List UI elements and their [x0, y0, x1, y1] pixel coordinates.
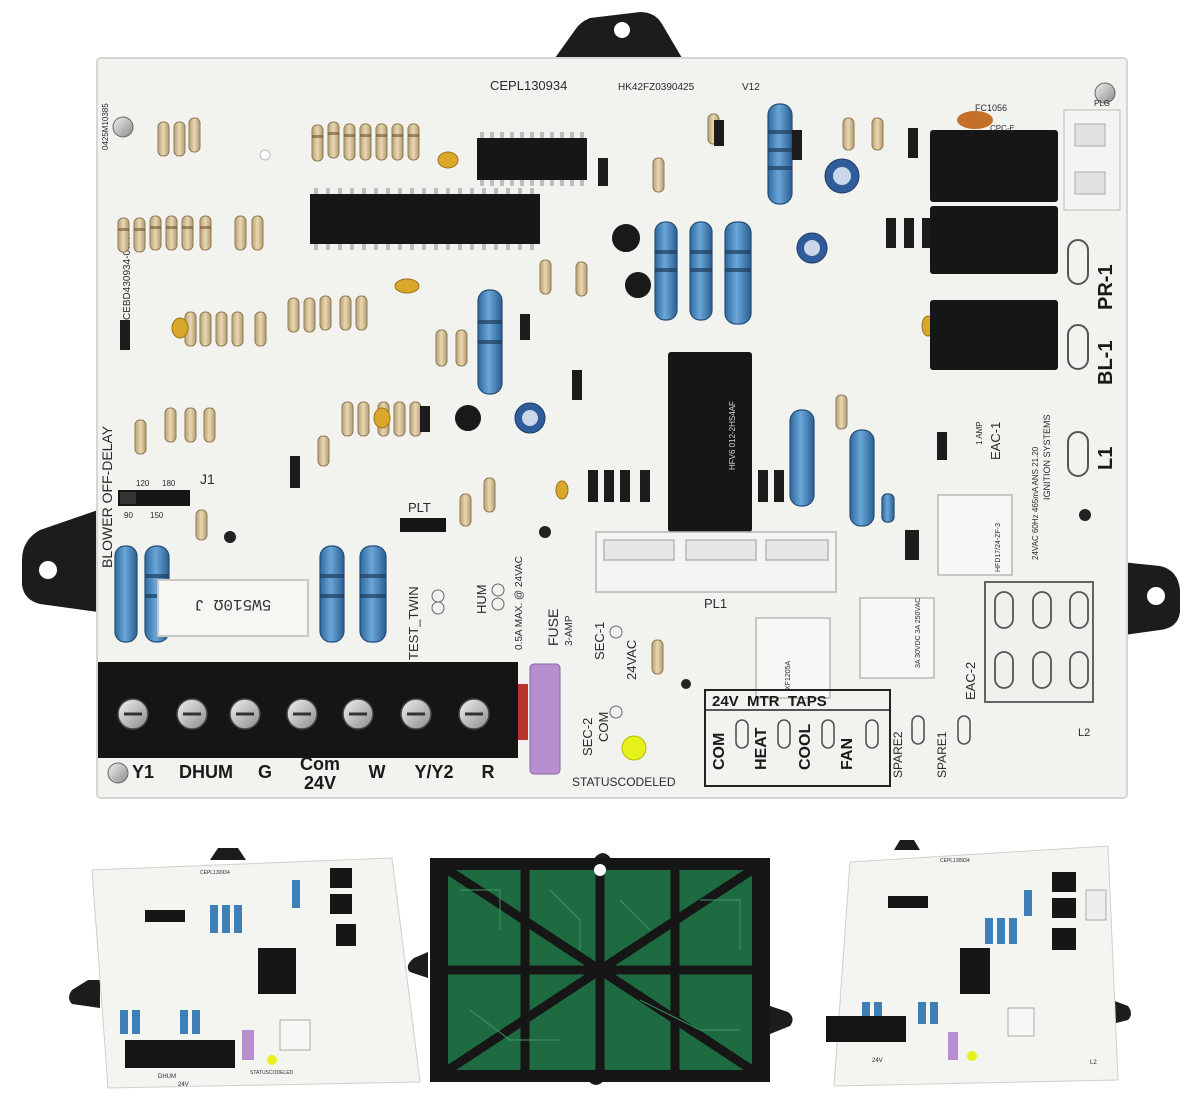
com-label: COM — [596, 712, 611, 742]
thumb-left-part: CEPL130934 — [200, 870, 230, 876]
mount-tab-top — [555, 12, 682, 58]
jumper-value-120: 120 — [136, 479, 150, 488]
plug-connector — [1063, 109, 1121, 211]
small-relay-label-2: 3A 30VDC 3A 250VAC — [915, 598, 922, 668]
tap-cool-label: COOL — [797, 724, 814, 770]
l1-label: L1 — [1095, 447, 1117, 470]
sec2-label: SEC-2 — [580, 718, 595, 756]
vac-label: 24VAC — [624, 640, 639, 680]
terminal-block — [98, 662, 518, 758]
terminal-y1-label: Y1 — [132, 762, 154, 782]
version-label: V12 — [742, 82, 760, 93]
motor-tap-spades — [735, 715, 971, 749]
status-led — [621, 735, 647, 761]
tap-spare1-label: SPARE1 — [935, 731, 949, 778]
blue-resistors — [114, 103, 895, 643]
eac2-terminal-grid — [984, 581, 1094, 703]
pr1-label: PR-1 — [1095, 264, 1117, 310]
red-capacitor — [516, 684, 528, 740]
motor-taps-title: 24V MTR TAPS — [712, 693, 827, 710]
eac1-amp-label: 1 AMP — [975, 421, 984, 445]
thumbnail-right: CEPL130934 24V L2 — [826, 840, 1131, 1087]
power-resistor — [157, 579, 309, 637]
fuse-rating: 3-AMP — [564, 615, 575, 646]
hum-rating: 0.5A MAX. @ 24VAC — [514, 556, 525, 650]
blower-offdelay-label: BLOWER OFF-DELAY — [99, 425, 115, 568]
thumb-left-24v: 24V — [178, 1082, 189, 1088]
board-code-left: CEBD430934-07A — [122, 237, 133, 320]
bl1-label: BL-1 — [1095, 341, 1117, 385]
plt-header — [400, 518, 446, 532]
plug-label: PLG — [1094, 99, 1110, 108]
main-relay-label: HFV6 012-2HS4AF — [728, 401, 737, 470]
rating-label: 24VAC 60Hz 465mA ANS 21.20 — [1031, 446, 1040, 560]
jumper-value-180: 180 — [162, 479, 176, 488]
ic-u1 — [310, 188, 540, 250]
jumper-value-150: 150 — [150, 511, 164, 520]
tap-fan-label: FAN — [839, 738, 856, 770]
ic-u2 — [477, 132, 587, 186]
small-relay-label-1: HFD17/24-ZF-3 — [995, 523, 1002, 572]
transistors — [455, 224, 651, 432]
thumbnail-left: CEPL130934 DHUM 24V STATUSCODELED — [69, 848, 421, 1089]
jumper-j1-label: J1 — [200, 471, 215, 487]
terminal-dhum-label: DHUM — [179, 762, 233, 782]
motor-tap-labels: COM HEAT COOL FAN SPARE2 SPARE1 — [711, 724, 949, 778]
motor-taps-box — [704, 689, 891, 787]
plt-label: PLT — [408, 500, 431, 515]
l2-label: L2 — [1078, 727, 1090, 739]
resistor-bank-tan — [117, 113, 884, 675]
small-relay-label-3: XF1205A — [785, 660, 792, 690]
mount-tab-left — [22, 510, 98, 612]
status-led-label: STATUSCODELED — [572, 775, 676, 789]
terminal-yy2-label: Y/Y2 — [414, 762, 453, 782]
pl1-connector — [595, 531, 837, 593]
fuse-block — [529, 663, 561, 775]
pl1-label: PL1 — [704, 596, 727, 611]
terminal-g-label: G — [258, 762, 272, 782]
serial-label: HK42FZ0390425 — [618, 82, 695, 93]
cpc-label: CPC-E — [990, 124, 1015, 133]
cap-fc-label: FC1056 — [975, 103, 1007, 113]
main-board: CEPL130934 HK42FZ0390425 V12 0425M10385 … — [22, 12, 1180, 799]
electrolytic-caps — [514, 111, 993, 434]
thumb-left-led: STATUSCODELED — [250, 1070, 294, 1076]
ceramic-caps — [171, 151, 935, 500]
jumper-value-90: 90 — [124, 511, 133, 520]
resistor-bands — [118, 132, 419, 231]
fuse-label: FUSE — [545, 609, 561, 646]
spade-terminals-right — [1067, 239, 1089, 477]
sec1-label: SEC-1 — [592, 622, 607, 660]
terminal-r-label: R — [482, 762, 495, 782]
tap-heat-label: HEAT — [753, 727, 770, 770]
corner-screws — [107, 82, 1116, 784]
eac2-label: EAC-2 — [963, 662, 978, 700]
test-twin-label: TEST_TWIN — [406, 586, 421, 660]
board-code-top: 0425M10385 — [101, 103, 110, 150]
thumb-right-24v: 24V — [872, 1058, 883, 1064]
thumbnail-back — [407, 853, 793, 1085]
ignition-label: IGNITION SYSTEMS — [1042, 414, 1052, 500]
terminal-w-label: W — [369, 762, 386, 782]
tap-com-label: COM — [711, 733, 728, 770]
hum-label: HUM — [474, 584, 489, 614]
eac1-label: EAC-1 — [988, 422, 1003, 460]
relays-white — [755, 494, 1013, 699]
jumper-j1-header — [118, 490, 190, 506]
relays-black — [668, 130, 1058, 532]
thumb-right-l2: L2 — [1090, 1060, 1097, 1066]
thumb-left-dhum: DHUM — [158, 1074, 176, 1080]
thumb-right-part: CEPL130934 — [940, 858, 970, 864]
diodes — [120, 120, 947, 560]
power-resistor-marking: 5W510Ω J — [195, 595, 272, 613]
tap-spare2-label: SPARE2 — [891, 731, 905, 778]
part-number-label: CEPL130934 — [490, 78, 567, 93]
